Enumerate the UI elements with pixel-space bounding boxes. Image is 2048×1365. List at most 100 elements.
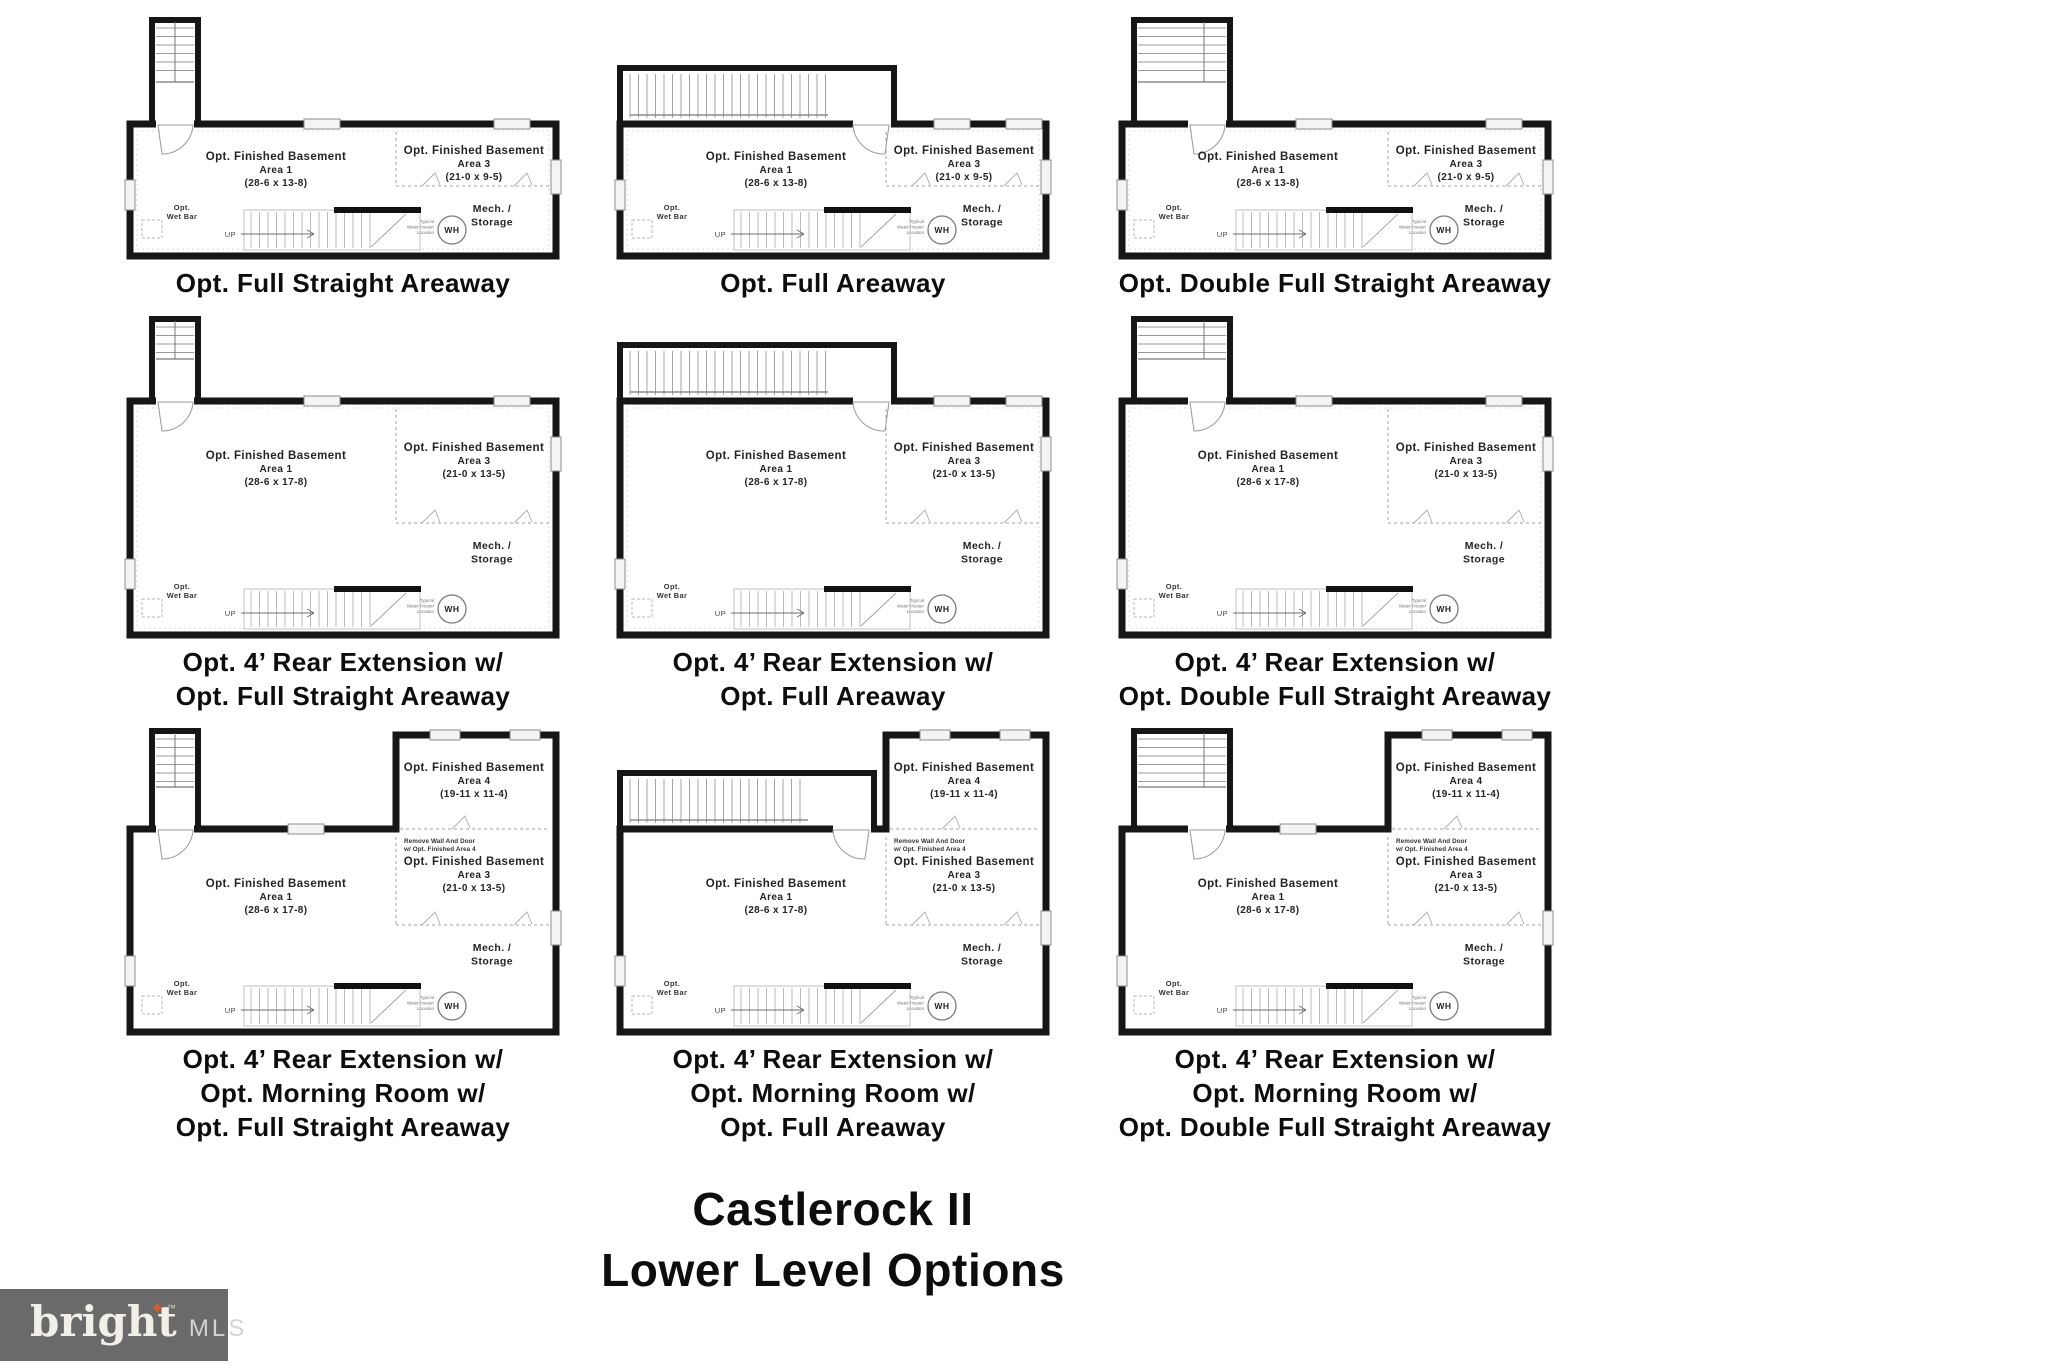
wet-bar-label: Opt.Wet Bar bbox=[657, 203, 688, 221]
logo-mls-text: MLS bbox=[188, 1315, 248, 1342]
water-heater bbox=[927, 215, 957, 245]
plan-caption: Opt. Full Areaway bbox=[720, 268, 946, 298]
interior-stairs bbox=[243, 209, 421, 251]
plan-caption: Opt. 4’ Rear Extension w/ Opt. Morning R… bbox=[175, 1044, 511, 1142]
up-label: UP bbox=[225, 230, 236, 239]
sheet-title-line2: Lower Level Options bbox=[601, 1243, 1065, 1296]
wh-label: WH bbox=[934, 225, 949, 235]
entry-door-swing bbox=[852, 124, 890, 155]
up-label: UP bbox=[715, 1006, 726, 1015]
exterior-walls bbox=[616, 731, 1050, 1036]
up-label: UP bbox=[1217, 230, 1228, 239]
plan-caption: Opt. Full Straight Areaway bbox=[175, 268, 511, 298]
plan-caption: Opt. 4’ Rear Extension w/ Opt. Full Area… bbox=[672, 646, 994, 711]
water-heater bbox=[927, 991, 957, 1022]
plan-caption: Opt. 4’ Rear Extension w/ Opt. Double Fu… bbox=[1118, 646, 1552, 711]
up-label: UP bbox=[225, 609, 236, 618]
water-heater bbox=[437, 991, 467, 1022]
water-heater bbox=[1429, 991, 1459, 1022]
up-label: UP bbox=[715, 230, 726, 239]
wet-bar bbox=[631, 219, 653, 239]
exterior-walls bbox=[126, 397, 560, 639]
up-label: UP bbox=[1217, 1006, 1228, 1015]
entry-door-swing bbox=[1189, 124, 1226, 155]
wh-label: WH bbox=[444, 225, 459, 235]
entry-door-swing bbox=[832, 829, 870, 860]
up-label: UP bbox=[715, 609, 726, 618]
water-heater bbox=[437, 594, 467, 624]
interior-stairs bbox=[243, 985, 421, 1027]
wet-bar-label: Opt.Wet Bar bbox=[657, 582, 688, 600]
wet-bar bbox=[141, 598, 163, 618]
areaway-stairs bbox=[149, 728, 201, 830]
areaway-stairs bbox=[1131, 17, 1233, 124]
areaway-stairs bbox=[1131, 728, 1233, 830]
room-label-mech: Mech. /Storage bbox=[961, 942, 1003, 968]
areaway-stairs bbox=[149, 17, 201, 124]
room-label-mech: Mech. /Storage bbox=[1463, 540, 1505, 566]
sheet-title-line1: Castlerock II bbox=[692, 1182, 974, 1235]
wh-label: WH bbox=[934, 1001, 949, 1011]
water-heater bbox=[437, 215, 467, 245]
areaway-stairs bbox=[617, 341, 897, 401]
wet-bar-label: Opt.Wet Bar bbox=[1159, 203, 1190, 221]
up-label: UP bbox=[1217, 609, 1228, 618]
interior-stairs bbox=[1235, 209, 1413, 251]
logo-star-icon: ✦ bbox=[149, 1297, 165, 1318]
room-label-mech: Mech. /Storage bbox=[961, 540, 1003, 566]
interior-stairs bbox=[1235, 985, 1413, 1027]
wh-label: WH bbox=[934, 604, 949, 614]
wet-bar bbox=[1133, 995, 1155, 1015]
exterior-walls bbox=[1118, 397, 1552, 639]
wh-label: WH bbox=[1436, 604, 1451, 614]
room-label-mech: Mech. /Storage bbox=[471, 203, 513, 229]
room-label-mech: Mech. /Storage bbox=[1463, 203, 1505, 229]
wh-label: WH bbox=[1436, 225, 1451, 235]
areaway-stairs bbox=[617, 770, 877, 830]
areaway-stairs bbox=[1131, 315, 1233, 401]
sheet-title: Castlerock II Lower Level Options bbox=[601, 1179, 1065, 1300]
room-label-mech: Mech. /Storage bbox=[471, 942, 513, 968]
water-heater bbox=[927, 594, 957, 624]
room-label-mech: Mech. /Storage bbox=[961, 203, 1003, 229]
interior-stairs bbox=[733, 588, 911, 630]
interior-stairs bbox=[733, 209, 911, 251]
entry-door-swing bbox=[157, 829, 194, 860]
wet-bar-label: Opt.Wet Bar bbox=[167, 582, 198, 600]
